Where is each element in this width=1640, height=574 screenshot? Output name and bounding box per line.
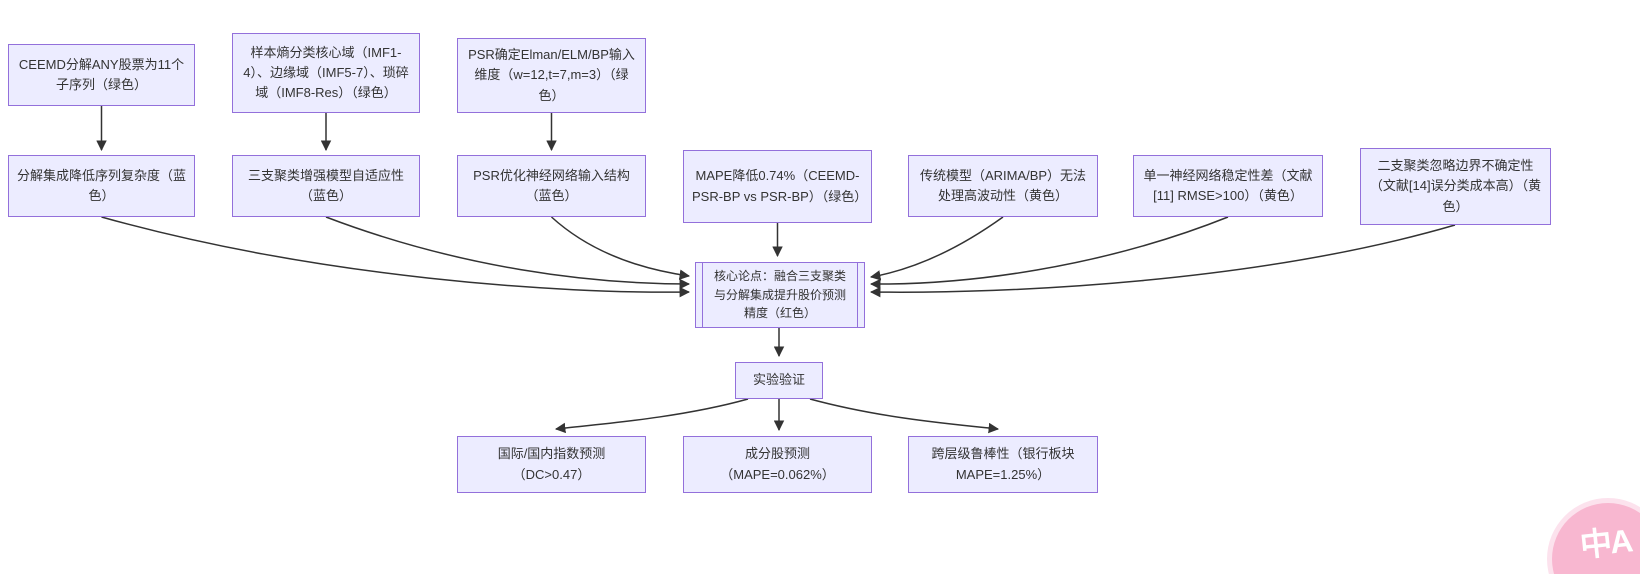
node-single-network: 单一神经网络稳定性差（文献[11] RMSE>100）（黄色） <box>1133 155 1323 217</box>
node-index-prediction: 国际/国内指数预测（DC>0.47） <box>457 436 646 493</box>
node-label: PSR确定Elman/ELM/BP输入维度（w=12,t=7,m=3）（绿色） <box>468 47 635 103</box>
node-cross-level-robustness: 跨层级鲁棒性（银行板块 MAPE=1.25%） <box>908 436 1098 493</box>
node-label: PSR优化神经网络输入结构（蓝色） <box>473 167 630 203</box>
arrow-clustering-to-core <box>325 216 691 290</box>
node-label: 跨层级鲁棒性（银行板块 MAPE=1.25%） <box>931 446 1075 482</box>
node-label: MAPE降低0.74%（CEEMD-PSR-BP vs PSR-BP）（绿色） <box>692 168 868 204</box>
arrow-singlenet-to-core <box>869 216 1229 290</box>
arrow-traditional-to-core <box>869 216 1004 281</box>
arrow-validation-to-robustness <box>809 398 1000 434</box>
node-sample-entropy: 样本熵分类核心域（IMF1-4）、边缘域（IMF5-7）、琐碎域（IMF8-Re… <box>232 33 420 113</box>
node-traditional-models: 传统模型（ARIMA/BP）无法处理高波动性（黄色） <box>908 155 1098 217</box>
node-psr-dimensions: PSR确定Elman/ELM/BP输入维度（w=12,t=7,m=3）（绿色） <box>457 38 646 113</box>
node-label: 传统模型（ARIMA/BP）无法处理高波动性（黄色） <box>919 167 1087 203</box>
node-three-way-clustering: 三支聚类增强模型自适应性（蓝色） <box>232 155 420 217</box>
node-label: 单一神经网络稳定性差（文献[11] RMSE>100）（黄色） <box>1143 167 1313 203</box>
node-constituent-prediction: 成分股预测（MAPE=0.062%） <box>683 436 872 493</box>
node-two-way-clustering: 二支聚类忽略边界不确定性（文献[14]误分类成本高）（黄色） <box>1360 148 1551 225</box>
arrow-twoway-to-core <box>869 224 1456 298</box>
arrow-validation-to-index <box>554 398 749 434</box>
arrow-decomposition-to-core <box>101 216 691 298</box>
node-label: CEEMD分解ANY股票为11个子序列（绿色） <box>18 56 185 92</box>
node-ceemd-decompose: CEEMD分解ANY股票为11个子序列（绿色） <box>8 44 195 106</box>
translate-icon: 中A <box>1578 522 1633 564</box>
node-label: 样本熵分类核心域（IMF1-4）、边缘域（IMF5-7）、琐碎域（IMF8-Re… <box>243 44 409 101</box>
arrow-psropt-to-core <box>550 216 691 280</box>
node-label: 实验验证 <box>752 372 805 388</box>
node-experimental-validation: 实验验证 <box>735 362 823 399</box>
node-label: 二支聚类忽略边界不确定性（文献[14]误分类成本高）（黄色） <box>1369 158 1542 214</box>
node-decomposition-ensemble: 分解集成降低序列复杂度（蓝色） <box>8 155 195 217</box>
node-label: 核心论点：融合三支聚类与分解集成提升股价预测精度（红色） <box>713 269 846 321</box>
node-core-thesis: 核心论点：融合三支聚类与分解集成提升股价预测精度（红色） <box>695 262 865 328</box>
node-psr-optimization: PSR优化神经网络输入结构（蓝色） <box>457 155 646 217</box>
node-label: 国际/国内指数预测（DC>0.47） <box>497 446 606 482</box>
node-mape-reduction: MAPE降低0.74%（CEEMD-PSR-BP vs PSR-BP）（绿色） <box>683 150 872 223</box>
node-label: 三支聚类增强模型自适应性（蓝色） <box>247 167 404 203</box>
node-label: 成分股预测（MAPE=0.062%） <box>720 446 835 482</box>
node-label: 分解集成降低序列复杂度（蓝色） <box>17 167 187 203</box>
